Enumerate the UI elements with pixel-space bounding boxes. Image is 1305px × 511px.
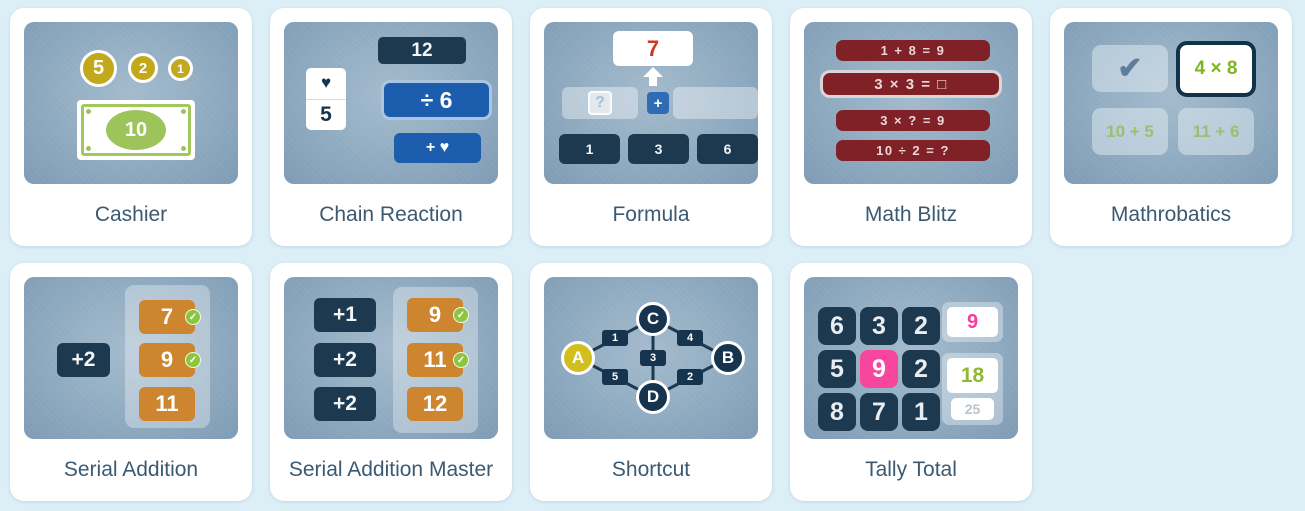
answer-tile: 11 bbox=[407, 343, 463, 377]
banknote-dot bbox=[181, 146, 186, 151]
game-card-math-blitz[interactable]: 1 + 8 = 9 3 × 3 = □ 3 × ? = 9 10 ÷ 2 = ?… bbox=[790, 8, 1032, 246]
check-badge-icon: ✓ bbox=[185, 309, 201, 325]
game-card-tally-total[interactable]: 6 3 2 5 9 2 8 7 1 9 18 25 Tally Total bbox=[790, 263, 1032, 501]
game-card-serial-addition-master[interactable]: +1 +2 +2 9 ✓ 11 ✓ 12 Serial Addition Mas… bbox=[270, 263, 512, 501]
operator-tile: + bbox=[647, 92, 669, 114]
running-total-box: 18 bbox=[947, 358, 998, 393]
game-title: Math Blitz bbox=[864, 203, 958, 226]
graph-node: C bbox=[636, 302, 670, 336]
check-icon: ✔ bbox=[1117, 52, 1143, 85]
unknown-slot: ? bbox=[562, 87, 638, 119]
active-equation-bar: 3 × 3 = □ bbox=[820, 70, 1002, 98]
banknote-icon: 10 bbox=[77, 100, 195, 160]
game-card-mathrobatics[interactable]: ✔ 4 × 8 10 + 5 11 + 6 Mathrobatics bbox=[1050, 8, 1292, 246]
equation-bar: 1 + 8 = 9 bbox=[836, 40, 990, 61]
grid-tile-selected: 9 bbox=[860, 350, 898, 388]
operator-tile: +2 bbox=[314, 387, 376, 421]
grid-tile: 2 bbox=[902, 307, 940, 345]
edge-weight: 5 bbox=[602, 369, 628, 385]
banknote-dot bbox=[86, 146, 91, 151]
option-box: 11 + 6 bbox=[1178, 108, 1254, 155]
tally-total-thumbnail: 6 3 2 5 9 2 8 7 1 9 18 25 bbox=[804, 277, 1018, 439]
answer-tile: 11 bbox=[139, 387, 195, 421]
number-key: 6 bbox=[697, 134, 758, 164]
game-title: Cashier bbox=[94, 203, 168, 226]
operator-tile: +1 bbox=[314, 298, 376, 332]
answered-box: ✔ bbox=[1092, 45, 1168, 92]
answer-tile: 12 bbox=[407, 387, 463, 421]
coin-icon: 2 bbox=[128, 53, 158, 83]
operator-tile: +2 bbox=[314, 343, 376, 377]
banknote-value: 10 bbox=[106, 110, 166, 150]
game-title: Serial Addition bbox=[63, 458, 199, 481]
grid-tile: 8 bbox=[818, 393, 856, 431]
game-title: Chain Reaction bbox=[319, 203, 463, 226]
graph-node: D bbox=[636, 380, 670, 414]
graph-node-start: A bbox=[561, 341, 595, 375]
mathrobatics-thumbnail: ✔ 4 × 8 10 + 5 11 + 6 bbox=[1064, 22, 1278, 184]
formula-thumbnail: 7 ? + 1 3 6 bbox=[544, 22, 758, 184]
edge-weight: 3 bbox=[640, 350, 666, 366]
up-arrow-icon bbox=[641, 67, 665, 86]
banknote-dot bbox=[181, 109, 186, 114]
edge-weight: 1 bbox=[602, 330, 628, 346]
serial-addition-thumbnail: +2 7 ✓ 9 ✓ 11 bbox=[24, 277, 238, 439]
check-badge-icon: ✓ bbox=[453, 307, 469, 323]
game-card-serial-addition[interactable]: +2 7 ✓ 9 ✓ 11 Serial Addition bbox=[10, 263, 252, 501]
banknote-dot bbox=[86, 109, 91, 114]
equation-bar: 10 ÷ 2 = ? bbox=[836, 140, 990, 161]
current-operation-tile: ÷ 6 bbox=[381, 80, 492, 120]
game-title: Shortcut bbox=[611, 458, 691, 481]
coin-icon: 5 bbox=[80, 50, 117, 87]
grid-tile: 6 bbox=[818, 307, 856, 345]
graph-node: B bbox=[711, 341, 745, 375]
number-grid: 6 3 2 5 9 2 8 7 1 bbox=[818, 307, 940, 431]
edge-weight: 4 bbox=[677, 330, 703, 346]
question-mark-tile: ? bbox=[588, 91, 612, 115]
option-box: 10 + 5 bbox=[1092, 108, 1168, 155]
game-card-chain-reaction[interactable]: 12 ♥ 5 ÷ 6 + ♥ Chain Reaction bbox=[270, 8, 512, 246]
number-key: 3 bbox=[628, 134, 689, 164]
grid-tile: 5 bbox=[818, 350, 856, 388]
edge-weight: 2 bbox=[677, 369, 703, 385]
game-card-formula[interactable]: 7 ? + 1 3 6 Formula bbox=[530, 8, 772, 246]
grid-tile: 2 bbox=[902, 350, 940, 388]
number-key: 1 bbox=[559, 134, 620, 164]
banknote-frame: 10 bbox=[81, 104, 191, 156]
check-badge-icon: ✓ bbox=[453, 352, 469, 368]
game-title: Mathrobatics bbox=[1110, 203, 1232, 226]
grid-tile: 3 bbox=[860, 307, 898, 345]
active-problem-box: 4 × 8 bbox=[1176, 41, 1256, 97]
grid-tile: 7 bbox=[860, 393, 898, 431]
result-tile: 12 bbox=[378, 37, 466, 64]
target-number-box: 7 bbox=[613, 31, 693, 66]
equation-bar: 3 × ? = 9 bbox=[836, 110, 990, 131]
shortcut-thumbnail: 1 4 3 5 2 A C B D bbox=[544, 277, 758, 439]
next-operation-tile: + ♥ bbox=[394, 133, 481, 163]
target-total-box: 25 bbox=[951, 398, 994, 420]
domino-number: 5 bbox=[306, 98, 346, 131]
domino-card: ♥ 5 bbox=[306, 68, 346, 130]
game-card-shortcut[interactable]: 1 4 3 5 2 A C B D Shortcut bbox=[530, 263, 772, 501]
math-blitz-thumbnail: 1 + 8 = 9 3 × 3 = □ 3 × ? = 9 10 ÷ 2 = ? bbox=[804, 22, 1018, 184]
game-card-cashier[interactable]: 5 2 1 10 Cashier bbox=[10, 8, 252, 246]
chain-reaction-thumbnail: 12 ♥ 5 ÷ 6 + ♥ bbox=[284, 22, 498, 184]
game-title: Tally Total bbox=[865, 458, 957, 481]
picked-value-box: 9 bbox=[947, 307, 998, 337]
check-badge-icon: ✓ bbox=[185, 352, 201, 368]
game-title: Serial Addition Master bbox=[288, 458, 494, 481]
cashier-thumbnail: 5 2 1 10 bbox=[24, 22, 238, 184]
serial-addition-master-thumbnail: +1 +2 +2 9 ✓ 11 ✓ 12 bbox=[284, 277, 498, 439]
operator-tile: +2 bbox=[57, 343, 110, 377]
coin-icon: 1 bbox=[168, 56, 193, 81]
empty-slot bbox=[673, 87, 758, 119]
game-title: Formula bbox=[612, 203, 690, 226]
heart-icon: ♥ bbox=[320, 73, 332, 93]
grid-tile: 1 bbox=[902, 393, 940, 431]
